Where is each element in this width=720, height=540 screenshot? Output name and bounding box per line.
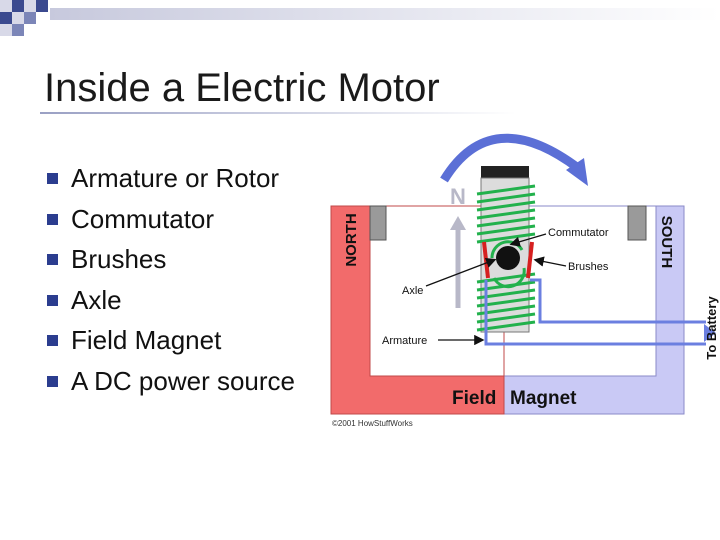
copyright-text: ©2001 HowStuffWorks — [332, 419, 413, 428]
bullet-item: Armature or Rotor — [44, 158, 295, 199]
square-bullet-icon — [47, 294, 58, 306]
title-divider — [40, 112, 720, 114]
south-pole-face — [627, 205, 647, 241]
square-bullet-icon — [47, 335, 58, 346]
bullet-list: Armature or Rotor Commutator Brushes Axl… — [44, 158, 295, 401]
bullet-item: Field Magnet — [44, 320, 295, 361]
bullet-item: Axle — [44, 280, 295, 321]
corner-decoration — [0, 0, 720, 36]
south-pole-label: SOUTH — [658, 216, 675, 269]
bullet-item: Brushes — [44, 239, 295, 280]
magnet-north-pole — [330, 205, 505, 415]
north-direction-marker: N — [450, 184, 466, 209]
bullet-text: A DC power source — [71, 365, 295, 396]
field-magnet-label-field: Field — [452, 388, 496, 409]
bullet-item: A DC power source — [44, 361, 295, 402]
armature-label: Armature — [382, 335, 427, 347]
north-pole-label: NORTH — [343, 213, 360, 266]
bullet-text: Axle — [71, 284, 122, 315]
square-bullet-icon — [47, 254, 58, 265]
bullet-item: Commutator — [44, 199, 295, 240]
rotation-arrow-icon — [440, 133, 588, 186]
bullet-text: Field Magnet — [71, 325, 222, 355]
commutator-label: Commutator — [548, 227, 609, 239]
slide-title: Inside a Electric Motor — [44, 66, 440, 110]
axle-label: Axle — [402, 285, 423, 297]
motor-diagram: NORTH SOUTH N — [330, 133, 719, 428]
square-bullet-icon — [47, 213, 58, 225]
battery-arrow-icon — [704, 324, 716, 342]
north-pole-face — [369, 205, 387, 241]
bullet-text: Brushes — [71, 244, 167, 274]
square-bullet-icon — [47, 173, 58, 184]
to-battery-label: To Battery — [704, 296, 719, 360]
field-magnet-label-magnet: Magnet — [510, 388, 577, 409]
bullet-text: Armature or Rotor — [71, 163, 280, 193]
bullet-text: Commutator — [71, 203, 215, 234]
north-arrow-icon — [450, 216, 466, 308]
battery-wires — [484, 278, 706, 346]
square-bullet-icon — [47, 375, 58, 387]
brushes-label: Brushes — [568, 261, 609, 273]
